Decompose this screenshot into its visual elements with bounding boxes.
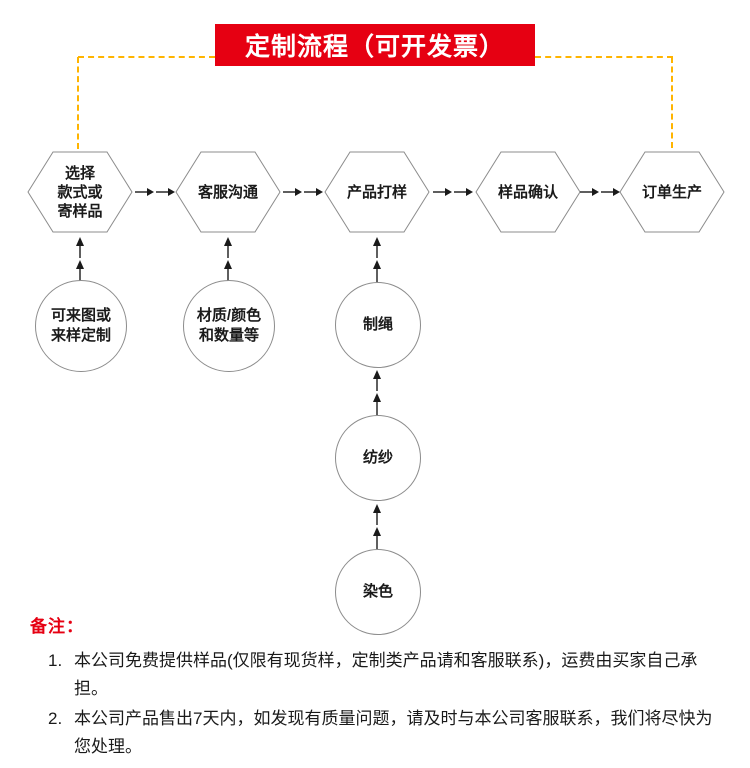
double-arrow-up-icon: [76, 237, 84, 282]
double-arrow-right-icon: [135, 188, 175, 196]
dashed-connector-left-vertical: [77, 57, 79, 149]
double-arrow-up-icon: [373, 504, 381, 549]
flow-step-product-sampling: 产品打样: [324, 150, 430, 234]
double-arrow-up-icon: [373, 370, 381, 415]
node-spinning: 纺纱: [335, 415, 421, 501]
dashed-connector-right-vertical: [671, 57, 673, 148]
flow-step-label: 订单生产: [641, 183, 702, 201]
flow-step-label: 客服沟通: [197, 183, 258, 201]
double-arrow-right-icon: [433, 188, 473, 196]
notes-heading: 备注：: [30, 617, 84, 636]
hexagon-shape: [27, 151, 133, 233]
hexagon-shape: [619, 151, 725, 233]
notes-section: 备注： 1. 本公司免费提供样品(仅限有现货样，定制类产品请和客服联系)，运费由…: [30, 612, 725, 763]
note-number: 2.: [48, 709, 63, 728]
note-text: 本公司产品售出7天内，如发现有质量问题，请及时与本公司客服联系，我们将尽快为您处…: [74, 709, 713, 756]
flow-step-order-production: 订单生产: [619, 150, 725, 234]
note-text: 本公司免费提供样品(仅限有现货样，定制类产品请和客服联系)，运费由买家自己承担。: [74, 651, 698, 698]
flow-step-label: 样品确认: [497, 183, 558, 201]
page-title: 定制流程（可开发票）: [244, 33, 505, 61]
node-dyeing: 染色: [335, 549, 421, 635]
flow-step-select-style: 选择 款式或 寄样品: [27, 150, 133, 234]
flow-step-customer-service: 客服沟通: [175, 150, 281, 234]
double-arrow-up-icon: [224, 237, 232, 282]
hexagon-shape: [324, 151, 430, 233]
double-arrow-right-icon: [580, 188, 620, 196]
title-banner: 定制流程（可开发票）: [215, 24, 535, 66]
flow-step-sample-confirm: 样品确认: [475, 150, 581, 234]
note-item-1: 1. 本公司免费提供样品(仅限有现货样，定制类产品请和客服联系)，运费由买家自己…: [48, 647, 725, 703]
dashed-connector-left-horizontal: [78, 56, 215, 58]
dashed-connector-right-horizontal: [535, 56, 673, 58]
double-arrow-right-icon: [283, 188, 323, 196]
double-arrow-up-icon: [373, 237, 381, 282]
note-number: 1.: [48, 651, 63, 670]
node-rope-making: 制绳: [335, 282, 421, 368]
flow-step-label: 产品打样: [346, 183, 407, 201]
flow-step-label: 选择 款式或 寄样品: [57, 164, 103, 220]
node-material-color: 材质/颜色 和数量等: [183, 280, 275, 372]
node-custom-from-image: 可来图或 来样定制: [35, 280, 127, 372]
hexagon-shape: [175, 151, 281, 233]
note-item-2: 2. 本公司产品售出7天内，如发现有质量问题，请及时与本公司客服联系，我们将尽快…: [48, 705, 725, 761]
